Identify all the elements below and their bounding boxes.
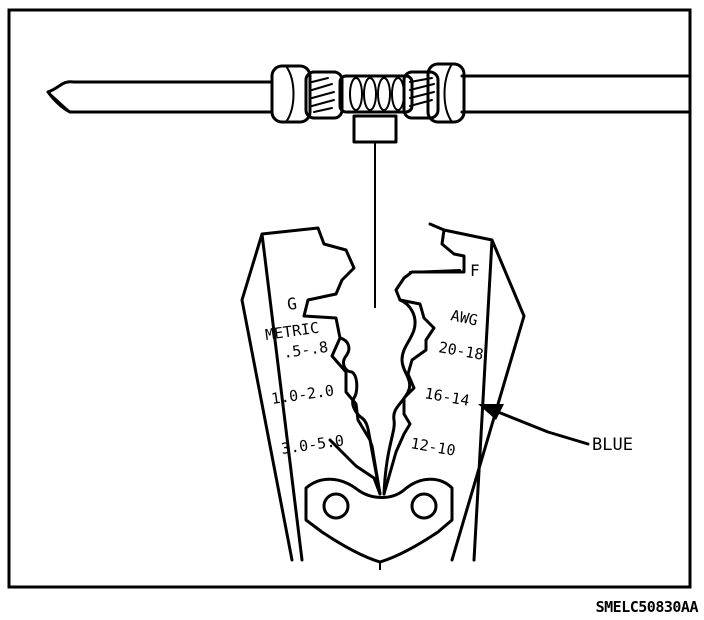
left-wire [46,80,274,114]
metric-size-3: 3.0-5.0 [280,431,345,458]
awg-size-1: 20-18 [437,338,485,364]
figure-code: SMELC50830AA [595,598,699,616]
awg-size-2: 16-14 [423,384,471,410]
crimp-tab [352,114,398,144]
figure-frame [7,8,692,589]
label-f: F [470,261,480,280]
right-wire [460,74,690,114]
metric-size-1: .5-.8 [282,338,329,362]
splice-barrel [338,74,414,114]
wire-splice-illustration [46,62,690,144]
left-insulation-sleeve [270,64,344,124]
label-g: G [286,294,298,314]
label-blue: BLUE [592,435,633,455]
pivot-block [304,477,454,570]
label-awg: AWG [449,306,479,329]
right-insulation-sleeve [402,62,466,124]
awg-size-3: 12-10 [409,434,457,460]
crimping-tool [240,222,590,570]
right-jaw [382,222,526,562]
blue-pointer-arrow [478,404,590,446]
